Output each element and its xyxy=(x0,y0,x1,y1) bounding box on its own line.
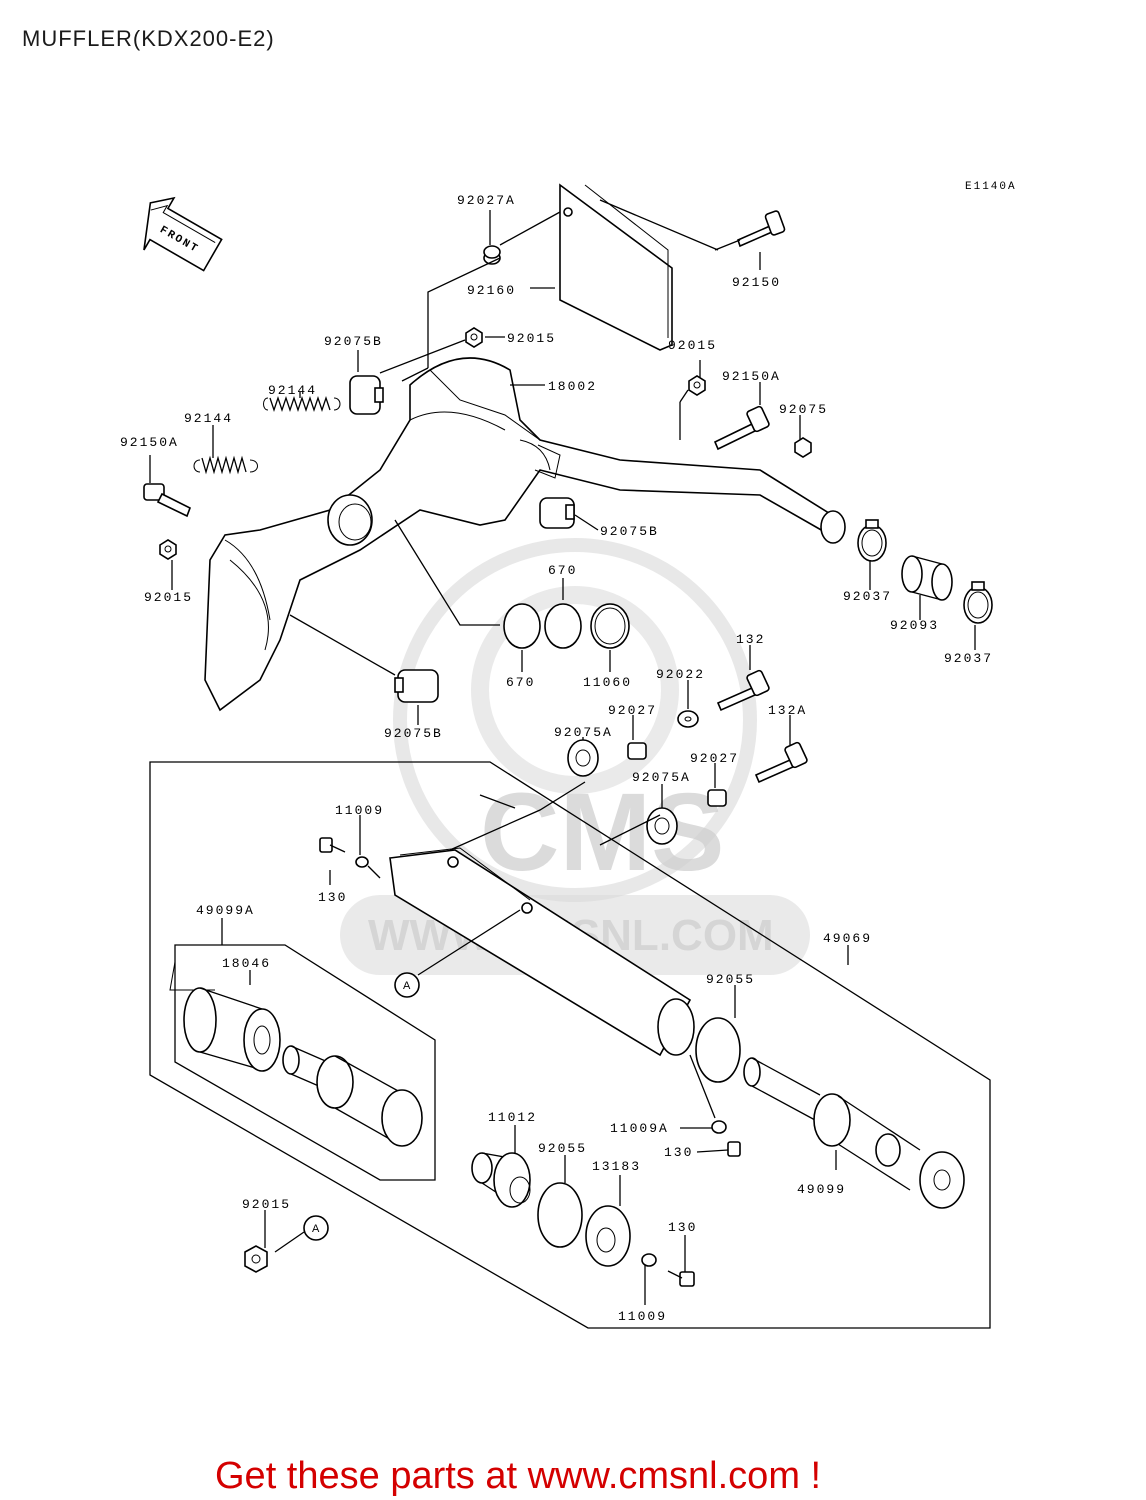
grommet-icon[interactable] xyxy=(646,807,678,845)
part-label: 132A xyxy=(768,703,807,718)
part-label: 49099A xyxy=(196,903,255,918)
nut-icon[interactable] xyxy=(159,539,177,560)
collar-icon[interactable] xyxy=(627,742,647,760)
part-label: 130 xyxy=(318,890,347,905)
inner-pipe-icon[interactable] xyxy=(743,1057,965,1209)
bolt-icon[interactable] xyxy=(143,483,192,518)
silencer-body[interactable] xyxy=(389,847,695,1057)
part-label: 11012 xyxy=(488,1110,537,1125)
clamp-icon[interactable] xyxy=(857,519,887,562)
washer-icon[interactable] xyxy=(641,1253,657,1267)
nut-icon[interactable] xyxy=(244,1245,268,1273)
reference-marker: A xyxy=(303,1215,329,1241)
part-label: 92055 xyxy=(538,1141,587,1156)
bolt-icon[interactable] xyxy=(737,210,786,248)
nut-icon[interactable] xyxy=(465,327,483,348)
part-label: 92075A xyxy=(554,725,613,740)
part-label: 92015 xyxy=(507,331,556,346)
gasket-ring-icon[interactable] xyxy=(695,1017,741,1083)
end-cap-icon[interactable] xyxy=(471,1152,531,1208)
grommet-icon[interactable] xyxy=(567,739,599,777)
part-label: 92037 xyxy=(944,651,993,666)
part-label: 92015 xyxy=(668,338,717,353)
part-label: 11009 xyxy=(618,1309,667,1324)
part-label: 92075A xyxy=(632,770,691,785)
gasket-ring-icon[interactable] xyxy=(590,603,630,649)
part-label: 132 xyxy=(736,632,765,647)
bolt-icon[interactable] xyxy=(667,1270,695,1287)
part-label: 92075B xyxy=(600,524,659,539)
part-label: 92037 xyxy=(843,589,892,604)
part-label: 11009 xyxy=(335,803,384,818)
damper-icon[interactable] xyxy=(539,497,575,529)
part-label: 92027A xyxy=(457,193,516,208)
part-label: 92027 xyxy=(690,751,739,766)
bolt-icon[interactable] xyxy=(319,837,346,853)
part-label: 92160 xyxy=(467,283,516,298)
part-label: 130 xyxy=(664,1145,693,1160)
part-label: 18002 xyxy=(548,379,597,394)
part-label: 49099 xyxy=(797,1182,846,1197)
footer-cta-link[interactable]: Get these parts at www.cmsnl.com ! xyxy=(215,1455,821,1497)
part-label: 92150A xyxy=(120,435,179,450)
bolt-icon[interactable] xyxy=(716,669,770,712)
part-label: 11009A xyxy=(610,1121,669,1136)
spring-icon[interactable] xyxy=(193,455,258,475)
leader-lines xyxy=(149,199,976,1305)
part-label: 130 xyxy=(668,1220,697,1235)
part-label: 92150 xyxy=(732,275,781,290)
collar-icon[interactable] xyxy=(707,789,727,807)
part-label: 92075B xyxy=(384,726,443,741)
washer-icon[interactable] xyxy=(677,710,699,728)
bolt-icon[interactable] xyxy=(754,741,808,784)
spring-icon[interactable] xyxy=(263,395,341,413)
clamp-icon[interactable] xyxy=(963,581,993,624)
packing-icon[interactable] xyxy=(183,987,281,1072)
damper-icon[interactable] xyxy=(394,669,439,703)
sleeve-icon[interactable] xyxy=(901,555,953,601)
gasket-ring-icon[interactable] xyxy=(503,603,541,649)
nut-icon[interactable] xyxy=(794,437,812,458)
grommet-icon[interactable] xyxy=(483,245,501,265)
part-label: 92093 xyxy=(890,618,939,633)
part-label: 92144 xyxy=(268,383,317,398)
nut-icon[interactable] xyxy=(688,375,706,396)
reference-marker: A xyxy=(394,972,420,998)
part-label: 92075 xyxy=(779,402,828,417)
part-label: 13183 xyxy=(592,1159,641,1174)
part-label: 18046 xyxy=(222,956,271,971)
gasket-ring-icon[interactable] xyxy=(537,1182,583,1248)
expansion-chamber[interactable] xyxy=(204,357,846,712)
part-label: 92144 xyxy=(184,411,233,426)
inner-pipe-icon[interactable] xyxy=(282,1045,423,1147)
front-direction-arrow: FRONT xyxy=(143,196,223,272)
part-label: 92027 xyxy=(608,703,657,718)
part-label: 92015 xyxy=(242,1197,291,1212)
washer-icon[interactable] xyxy=(355,856,369,868)
part-label: 92022 xyxy=(656,667,705,682)
part-label: 670 xyxy=(506,675,535,690)
svg-text:A: A xyxy=(403,980,411,992)
part-label: 92075B xyxy=(324,334,383,349)
part-label: 92150A xyxy=(722,369,781,384)
part-label: 11060 xyxy=(583,675,632,690)
part-label: 92015 xyxy=(144,590,193,605)
washer-icon[interactable] xyxy=(711,1120,727,1134)
part-label: 670 xyxy=(548,563,577,578)
watermark-brand: CMS xyxy=(480,771,724,894)
heat-shield[interactable] xyxy=(559,183,673,351)
bolt-icon[interactable] xyxy=(713,405,770,451)
svg-text:A: A xyxy=(312,1223,320,1235)
gasket-ring-icon[interactable] xyxy=(544,603,582,649)
figure-code: E1140A xyxy=(965,181,1017,193)
bolt-icon[interactable] xyxy=(727,1141,741,1157)
part-label: 92055 xyxy=(706,972,755,987)
part-label: 49069 xyxy=(823,931,872,946)
damper-icon[interactable] xyxy=(349,375,384,415)
spark-arrester-plate-icon[interactable] xyxy=(585,1205,631,1267)
diagram-title: MUFFLER(KDX200-E2) xyxy=(22,26,275,51)
